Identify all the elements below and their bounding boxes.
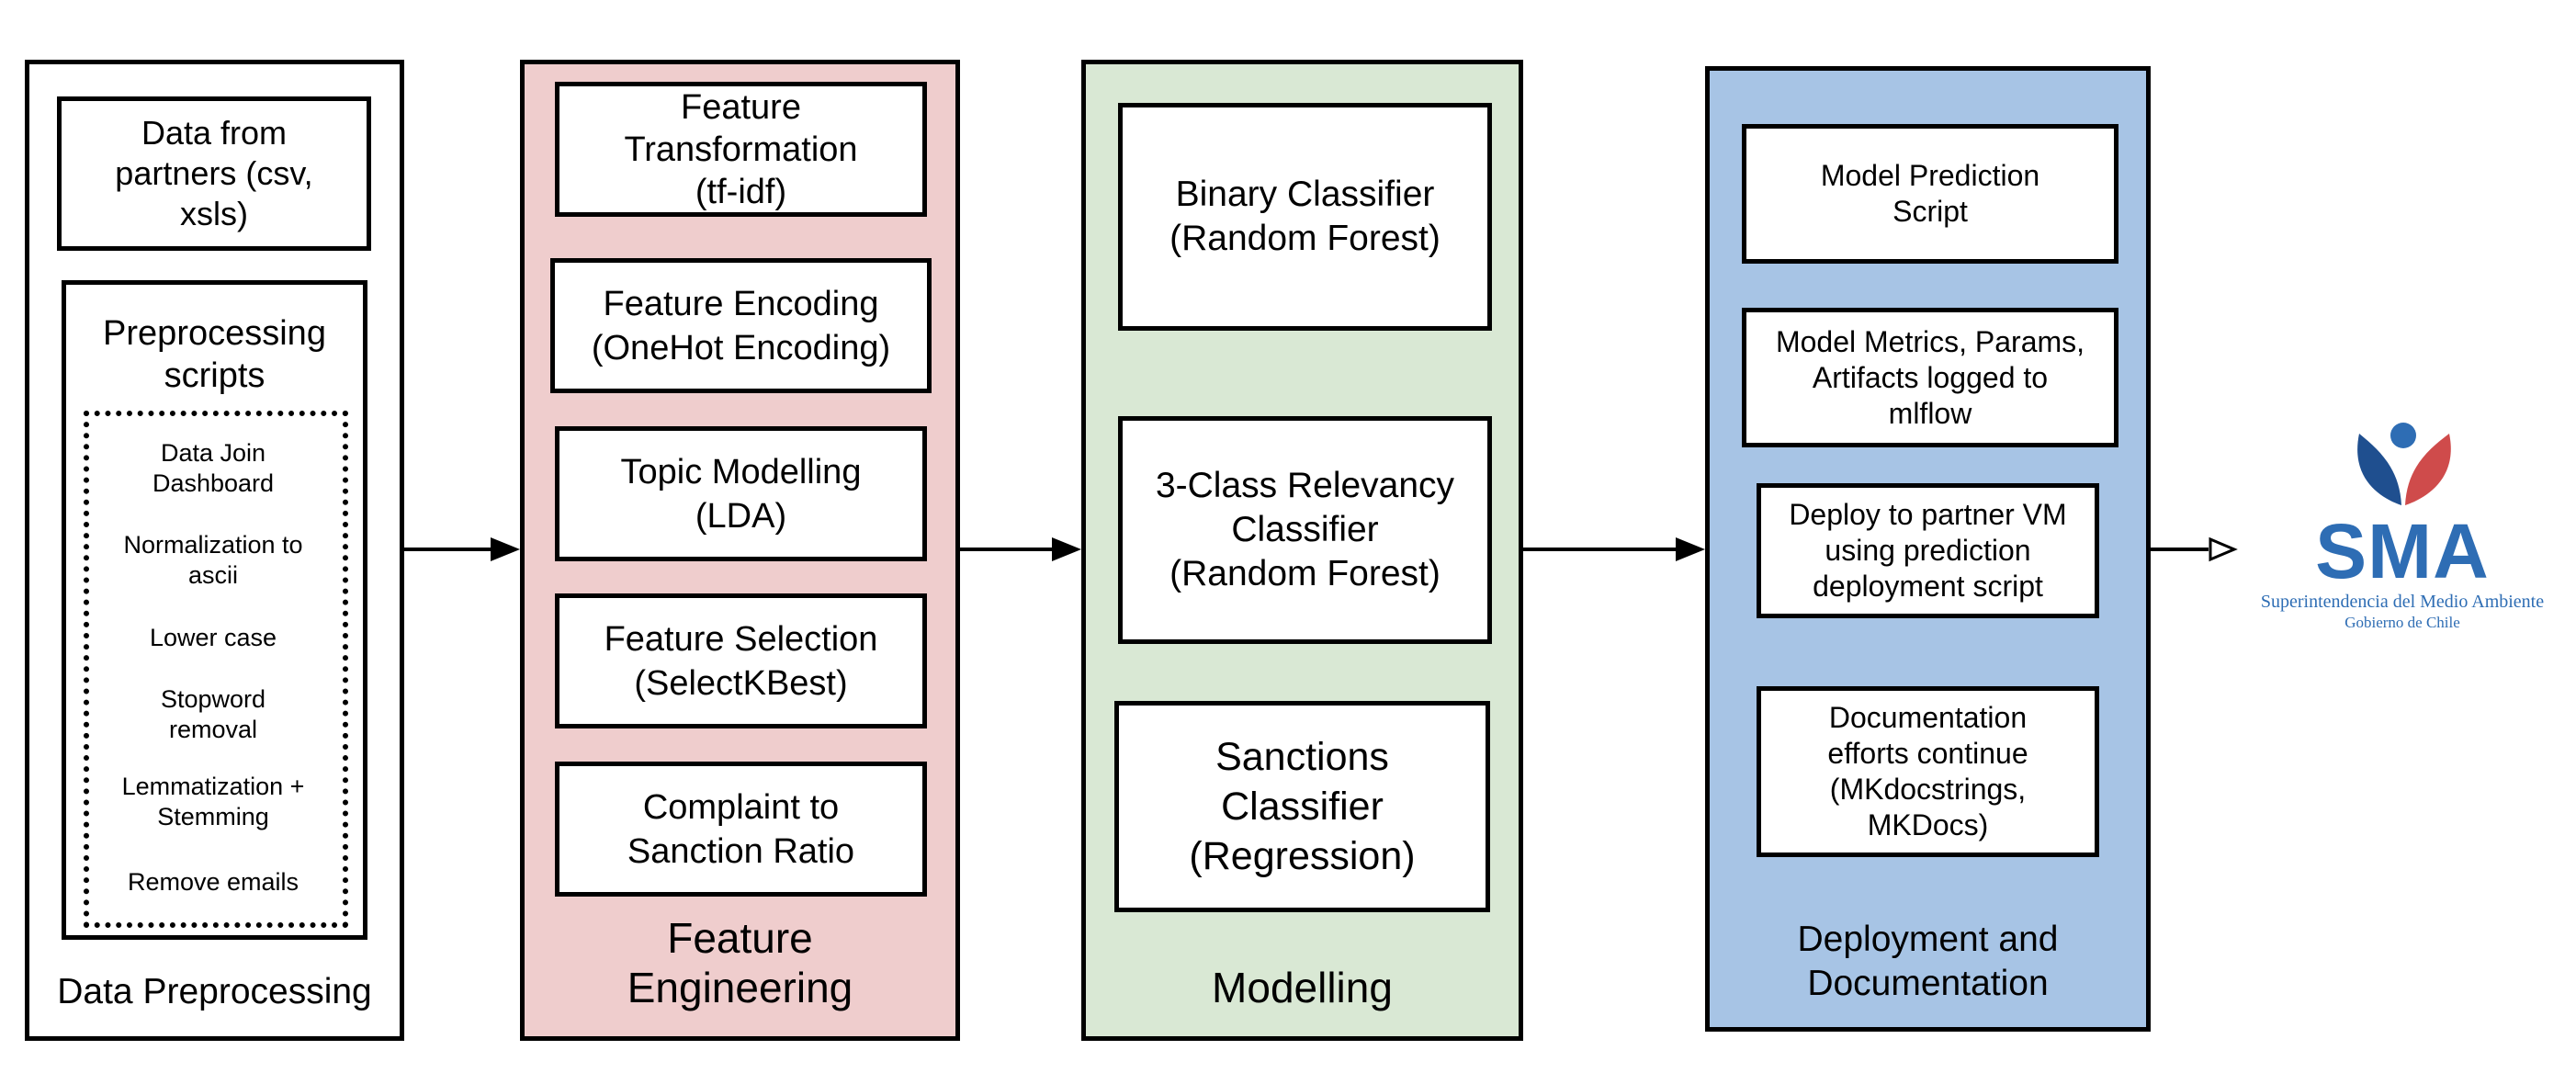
stage-title-preprocessing: Data Preprocessing: [57, 972, 372, 1011]
box-line: Data from: [141, 114, 288, 152]
step-remove-emails: Remove emails: [127, 867, 299, 896]
box-feature-selection: Feature Selection (SelectKBest): [555, 593, 927, 728]
sma-subtitle: Gobierno de Chile: [2344, 614, 2460, 631]
arrow-deployment-to-sma: [2151, 536, 2238, 562]
stage-title-modelling: Modelling: [1212, 964, 1393, 1011]
box-sanctions-classifier: Sanctions Classifier (Regression): [1114, 701, 1490, 912]
sma-logo: SMA Superintendencia del Medio Ambiente …: [2242, 413, 2563, 643]
preprocessing-steps-group: [84, 411, 348, 928]
arrow-preprocessing-to-features: [404, 537, 520, 561]
box-model-prediction-script: Model Prediction Script: [1742, 124, 2118, 264]
step-lower-case: Lower case: [149, 623, 277, 651]
stage-modelling: Binary Classifier (Random Forest) 3-Clas…: [1081, 60, 1523, 1041]
preprocessing-scripts-title: Preprocessing scripts: [103, 314, 326, 395]
box-binary-classifier: Binary Classifier (Random Forest): [1118, 103, 1492, 331]
sma-acronym: SMA: [2315, 508, 2490, 594]
arrow-modelling-to-deployment: [1523, 537, 1705, 561]
box-model-metrics: Model Metrics, Params, Artifacts logged …: [1742, 308, 2118, 447]
box-line: partners (csv,: [115, 154, 313, 192]
box-line: xsls): [180, 195, 248, 232]
stage-title-deployment: Deployment and Documentation: [1797, 920, 2059, 1003]
sma-emblem-icon: [2357, 423, 2451, 505]
arrow-features-to-modelling: [960, 537, 1081, 561]
box-feature-encoding: Feature Encoding (OneHot Encoding): [550, 258, 932, 393]
step-lemmatization: Lemmatization + Stemming: [121, 773, 305, 830]
box-3-class-classifier: 3-Class Relevancy Classifier (Random For…: [1118, 416, 1492, 644]
step-normalization: Normalization to ascii: [123, 531, 303, 589]
box-data-from-partners: Data from partners (csv, xsls): [57, 96, 371, 251]
stage-data-preprocessing: Data from partners (csv, xsls) Preproces…: [25, 60, 404, 1041]
step-data-join: Data Join Dashboard: [152, 439, 275, 497]
stage-deployment: Model Prediction Script Model Metrics, P…: [1705, 66, 2151, 1032]
box-complaint-sanction-ratio: Complaint to Sanction Ratio: [555, 762, 927, 897]
stage-title-feature-engineering: Feature Engineering: [627, 914, 853, 1011]
sma-full-name: Superintendencia del Medio Ambiente: [2260, 592, 2545, 612]
box-deploy-to-partner-vm: Deploy to partner VM using prediction de…: [1757, 483, 2099, 618]
box-documentation-efforts: Documentation efforts continue (MKdocstr…: [1757, 686, 2099, 857]
box-feature-transformation: Feature Transformation (tf-idf): [555, 82, 927, 217]
box-preprocessing-scripts: Preprocessing scripts: [62, 280, 367, 940]
stage-feature-engineering: Feature Transformation (tf-idf) Feature …: [520, 60, 960, 1041]
step-stopword-removal: Stopword removal: [160, 685, 266, 743]
box-topic-modelling: Topic Modelling (LDA): [555, 426, 927, 561]
